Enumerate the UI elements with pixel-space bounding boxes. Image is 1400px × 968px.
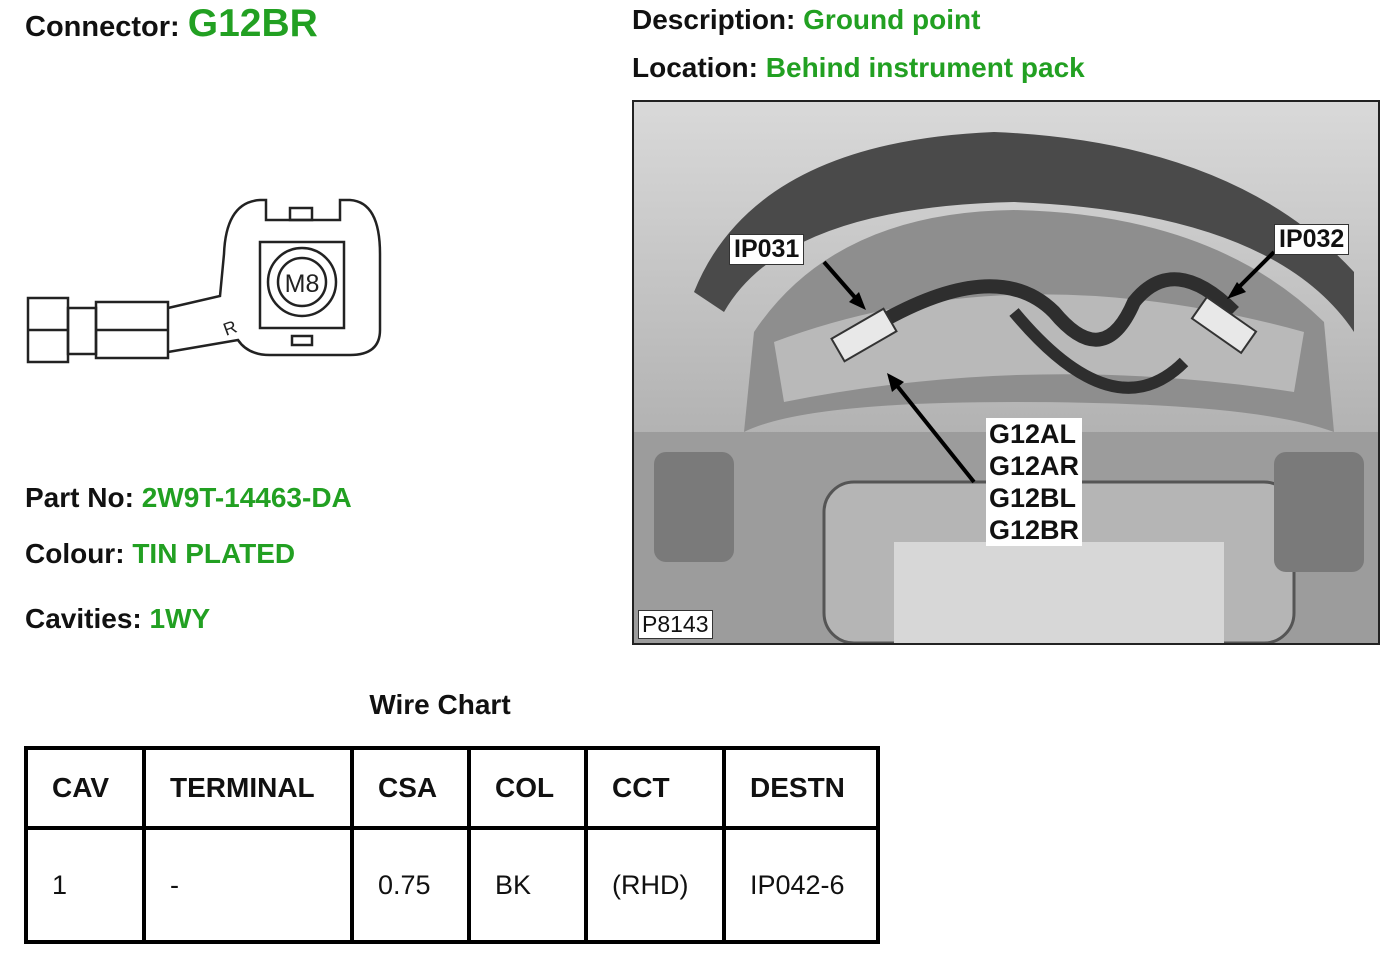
cell-destn: IP042-6 bbox=[722, 826, 880, 944]
wire-chart-title: Wire Chart bbox=[369, 689, 511, 720]
callout-ip031: IP031 bbox=[729, 234, 805, 265]
column-header-cav: CAV bbox=[24, 746, 146, 830]
cell-cct: (RHD) bbox=[584, 826, 726, 944]
column-header-col: COL bbox=[467, 746, 588, 830]
connector-id: G12BR bbox=[187, 2, 318, 45]
stud-size-text: M8 bbox=[285, 270, 320, 298]
photo-id: P8143 bbox=[638, 610, 713, 639]
column-header-destn: DESTN bbox=[722, 746, 880, 830]
ground-label: G12BR bbox=[986, 514, 1083, 546]
colour-value: TIN PLATED bbox=[132, 538, 296, 569]
location-label: Location: bbox=[632, 52, 758, 83]
cell-terminal: - bbox=[142, 826, 354, 944]
cavities-line: Cavities: 1WY bbox=[25, 603, 210, 635]
hood-shape bbox=[694, 132, 1354, 332]
description-line: Description: Ground point bbox=[632, 4, 980, 36]
cavities-value: 1WY bbox=[149, 603, 211, 634]
r-mark-text: R bbox=[221, 317, 240, 340]
location-photo: IP031 IP032 G12AL G12AR G12BL G12BR P814… bbox=[632, 100, 1380, 645]
part-number-value: 2W9T-14463-DA bbox=[141, 482, 352, 513]
location-line: Location: Behind instrument pack bbox=[632, 52, 1085, 84]
ground-label: G12BL bbox=[986, 482, 1083, 514]
part-number-line: Part No: 2W9T-14463-DA bbox=[25, 482, 352, 514]
ground-label-list: G12AL G12AR G12BL G12BR bbox=[986, 418, 1083, 546]
column-header-csa: CSA bbox=[350, 746, 471, 830]
stud-frame bbox=[258, 240, 346, 330]
ground-label: G12AR bbox=[986, 450, 1083, 482]
colour-line: Colour: TIN PLATED bbox=[25, 538, 295, 570]
colour-label: Colour: bbox=[25, 538, 125, 569]
ring-terminal-outline bbox=[167, 198, 382, 357]
harness bbox=[860, 272, 1239, 347]
cell-csa: 0.75 bbox=[350, 826, 471, 944]
cell-col: BK bbox=[467, 826, 588, 944]
description-label: Description: bbox=[632, 4, 796, 35]
connector-heading: Connector: G12BR bbox=[25, 2, 318, 46]
stud-circle bbox=[266, 246, 338, 318]
connector-label: Connector: bbox=[25, 11, 180, 43]
cavities-label: Cavities: bbox=[25, 603, 142, 634]
table-row: 1 - 0.75 BK (RHD) IP042-6 bbox=[24, 826, 880, 944]
column-header-terminal: TERMINAL bbox=[142, 746, 354, 830]
location-value: Behind instrument pack bbox=[765, 52, 1085, 83]
wire-chart-table: CAV TERMINAL CSA COL CCT DESTN 1 - 0.75 … bbox=[24, 746, 880, 944]
description-value: Ground point bbox=[803, 4, 981, 35]
callout-ip032: IP032 bbox=[1274, 224, 1350, 255]
column-header-cct: CCT bbox=[584, 746, 726, 830]
cell-cav: 1 bbox=[24, 826, 146, 944]
connector-drawing: M8 R bbox=[26, 198, 382, 364]
table-header-row: CAV TERMINAL CSA COL CCT DESTN bbox=[24, 746, 880, 830]
part-number-label: Part No: bbox=[25, 482, 134, 513]
ground-label: G12AL bbox=[986, 418, 1083, 450]
